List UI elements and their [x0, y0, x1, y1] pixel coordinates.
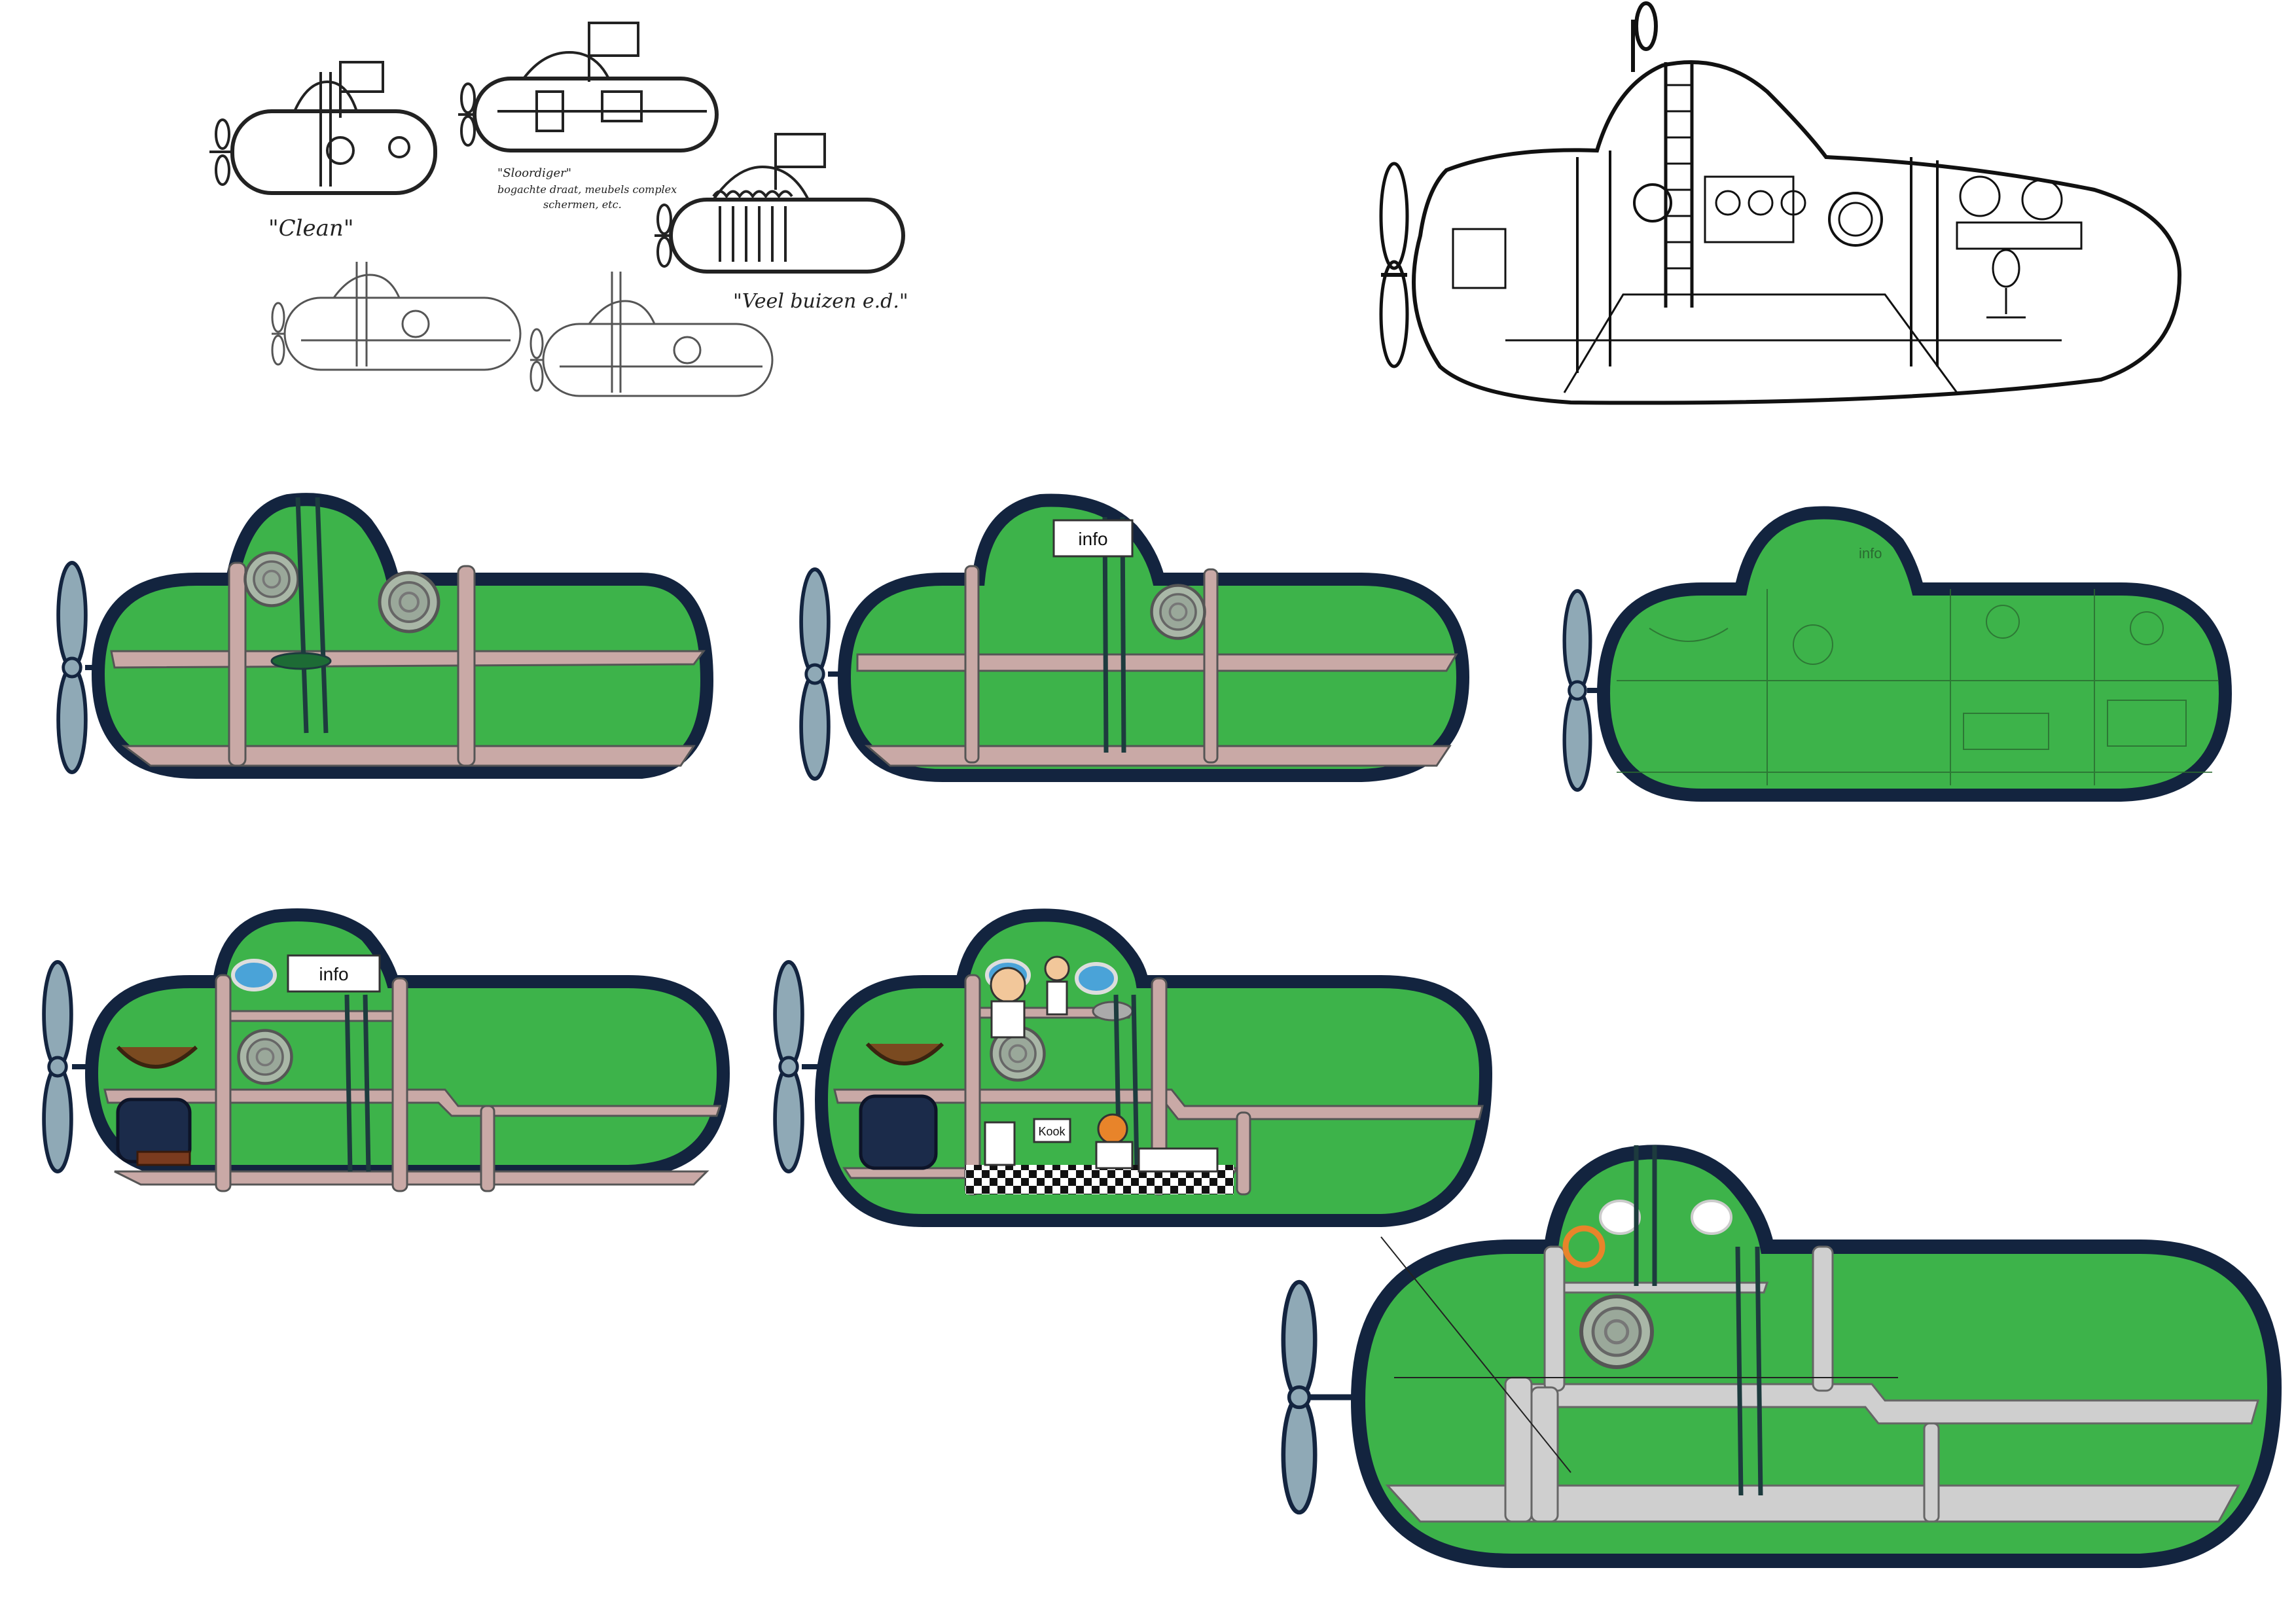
note-sloordiger-sub2: schermen, etc. — [543, 198, 622, 211]
submarine-stage-2: info — [801, 493, 1470, 782]
note-sloordiger: "Sloordiger" — [497, 166, 571, 180]
note-sloordiger-sub: bogachte draat, meubels complex — [497, 183, 677, 196]
sketch-4 — [271, 262, 522, 371]
info-sign-label-stage-4: info — [319, 964, 348, 984]
submarine-stage-1 — [58, 493, 714, 779]
submarine-stage-4: info — [44, 908, 730, 1192]
info-sign-label: info — [1078, 529, 1107, 549]
lineart-submarine — [1379, 1, 2182, 405]
kitchen-sign-label: Kook — [1038, 1125, 1066, 1138]
faint-info-sign-label: info — [1859, 545, 1882, 562]
sketch-5 — [529, 272, 774, 397]
sketch-1 — [209, 61, 437, 195]
note-clean: "Clean" — [268, 215, 353, 241]
submarine-stage-5: Kook — [775, 908, 1493, 1227]
thumbnail-sketches — [209, 22, 905, 397]
submarine-stage-6 — [1283, 1145, 2282, 1568]
note-veel-buizen: "Veel buizen e.d." — [733, 290, 908, 313]
sketch-2 — [458, 22, 719, 152]
sketch-3 — [655, 133, 905, 274]
submarine-stage-3: info — [1564, 506, 2233, 802]
